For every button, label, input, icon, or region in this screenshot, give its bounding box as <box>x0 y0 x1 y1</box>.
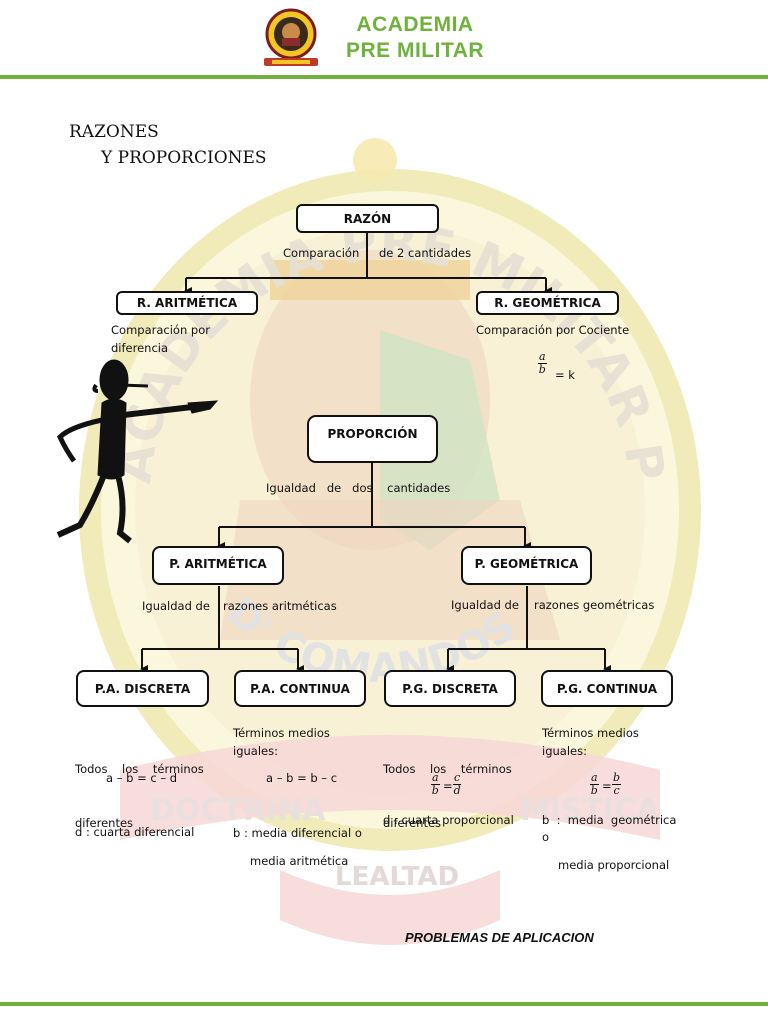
pa-discreta-label: P.A. DISCRETA <box>94 681 191 696</box>
r-aritmetica-desc-line-2: diferencia <box>111 341 169 355</box>
header-rule <box>0 75 768 79</box>
watermark-band-left: DOCTRINA <box>150 793 326 828</box>
pg-continua-desc-line-2: iguales: <box>542 744 587 758</box>
problems-heading: PROBLEMAS DE APLICACION <box>405 930 594 945</box>
pg-discreta-desc: Todos los términos diferentes <box>383 724 512 850</box>
p-aritmetica-desc-right: razones aritméticas <box>223 599 337 613</box>
pg-discreta-fraction-right: c d <box>453 771 462 797</box>
r-aritmetica-desc: Comparación por diferencia <box>111 321 210 357</box>
p-aritmetica-box: P. ARITMÉTICA <box>152 546 284 585</box>
razon-desc-right: de 2 cantidades <box>379 246 472 260</box>
p-aritmetica-desc-left: Igualdad de <box>142 599 210 613</box>
p-geometrica-box: P. GEOMÉTRICA <box>461 546 592 585</box>
footer-rule <box>0 1002 768 1006</box>
fraction-numerator: b <box>612 771 622 785</box>
pointing-figure <box>56 359 219 544</box>
fraction-denominator: b <box>431 784 439 797</box>
p-geometrica-desc-right: razones geométricas <box>534 598 655 612</box>
proporcion-box: PROPORCIÓN <box>307 415 438 463</box>
razon-desc-left: Comparación <box>283 246 360 260</box>
pa-continua-desc-line-2: iguales: <box>233 744 278 758</box>
pg-continua-note-line-2: o <box>542 830 550 844</box>
fraction-numerator: a <box>538 350 547 364</box>
pg-continua-note-line-3: media proporcional <box>558 858 670 872</box>
pa-discreta-note: d : cuarta diferencial <box>75 825 195 839</box>
pg-discreta-label: P.G. DISCRETA <box>402 681 498 696</box>
pg-continua-label: P.G. CONTINUA <box>556 681 658 696</box>
r-geometrica-label: R. GEOMÉTRICA <box>494 296 601 310</box>
p-geometrica-label: P. GEOMÉTRICA <box>474 556 579 571</box>
pa-continua-box: P.A. CONTINUA <box>234 670 366 707</box>
pg-discreta-desc-line-1: Todos los términos <box>383 762 512 776</box>
pa-discreta-desc: Todos los términos diferentes <box>75 724 207 850</box>
pa-continua-desc-line-1: Términos medios <box>233 726 330 740</box>
page-title-line-2: Y PROPORCIONES <box>101 148 267 168</box>
p-geometrica-desc-left: Igualdad de <box>451 598 519 612</box>
r-geometrica-fraction: a b <box>538 351 547 376</box>
r-aritmetica-label: R. ARITMÉTICA <box>136 296 238 310</box>
pa-discreta-formula: a – b = c – d <box>106 771 178 785</box>
pg-continua-fraction-left: a b <box>590 772 599 797</box>
r-geometrica-desc: Comparación por Cociente <box>476 323 630 337</box>
pa-continua-note-line-2: media aritmética <box>250 854 349 868</box>
fraction-numerator: a <box>431 771 440 785</box>
equals-sign: = <box>443 779 453 793</box>
pa-discreta-desc-line-2: diferentes <box>75 816 134 830</box>
fraction-numerator: c <box>453 771 462 785</box>
razon-box: RAZÓN <box>296 204 439 233</box>
pa-continua-note-line-1: b : media diferencial o <box>233 826 362 840</box>
pg-continua-desc-line-1: Términos medios <box>542 726 639 740</box>
watermark-band-center: LEALTAD <box>335 862 459 892</box>
proporcion-desc: Igualdad de dos cantidades <box>266 481 451 495</box>
brand-title: ACADEMIA PRE MILITAR <box>330 12 500 64</box>
pg-discreta-box: P.G. DISCRETA <box>384 670 516 707</box>
fraction-denominator: d <box>453 784 461 797</box>
watermark-band-right: MISTICA <box>520 793 660 828</box>
r-geometrica-box: R. GEOMÉTRICA <box>476 291 619 315</box>
r-aritmetica-desc-line-1: Comparación por <box>111 323 210 337</box>
fraction-numerator: a <box>590 771 599 785</box>
fraction-denominator: c <box>613 784 620 797</box>
pg-continua-fraction-right: b c <box>612 771 622 797</box>
academy-logo <box>264 8 318 66</box>
pg-discreta-desc-line-2: diferentes <box>383 816 442 830</box>
razon-label: RAZÓN <box>343 211 392 226</box>
pg-continua-desc: Términos medios iguales: <box>542 724 639 760</box>
pa-continua-formula: a – b = b – c <box>266 771 338 785</box>
pg-discreta-note: d : cuarta proporcional <box>383 813 514 827</box>
pa-discreta-desc-line-1: Todos los términos <box>75 762 204 776</box>
proporcion-label: PROPORCIÓN <box>327 427 418 441</box>
page-title-line-1: RAZONES <box>69 122 159 142</box>
pa-continua-desc: Términos medios iguales: <box>233 724 330 760</box>
pa-discreta-box: P.A. DISCRETA <box>76 670 209 707</box>
r-aritmetica-box: R. ARITMÉTICA <box>116 291 258 315</box>
fraction-denominator: b <box>538 363 546 376</box>
pg-continua-box: P.G. CONTINUA <box>541 670 673 707</box>
r-geometrica-formula-rest: = k <box>555 368 575 382</box>
brand-line-2: PRE MILITAR <box>345 39 485 62</box>
pa-continua-label: P.A. CONTINUA <box>250 681 350 696</box>
pg-continua-note-line-1: b : media geométrica <box>542 813 677 827</box>
brand-line-1: ACADEMIA <box>356 13 474 36</box>
p-aritmetica-label: P. ARITMÉTICA <box>169 556 267 571</box>
pg-discreta-fraction-left: a b <box>431 772 440 797</box>
equals-sign: = <box>602 779 612 793</box>
fraction-denominator: b <box>590 784 598 797</box>
